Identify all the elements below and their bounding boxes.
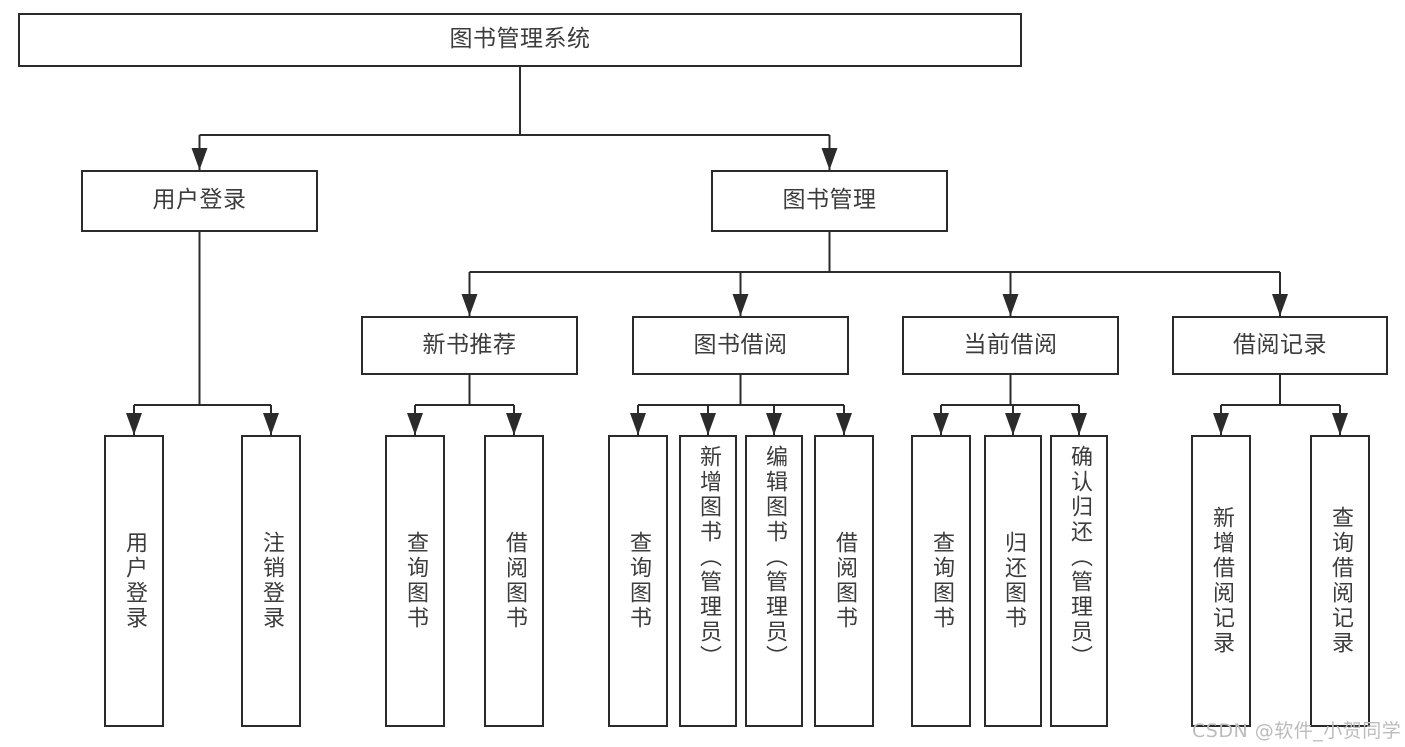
node-label: 编辑图书（管理员） <box>762 445 787 670</box>
node-label: 借阅记录 <box>1233 331 1327 358</box>
node-label: 图书管理 <box>782 187 877 214</box>
node-label: 用户登录 <box>152 187 247 214</box>
node-l3-b2[interactable]: 借阅图书 <box>484 435 544 727</box>
node-label: 确认归还（管理员） <box>1067 445 1092 670</box>
node-label: 查询借阅记录 <box>1328 506 1353 656</box>
node-l2-record[interactable]: 借阅记录 <box>1172 316 1388 375</box>
node-l3-e1[interactable]: 新增借阅记录 <box>1191 435 1251 727</box>
node-label: 用户登录 <box>122 531 147 631</box>
node-l3-b1[interactable]: 查询图书 <box>385 435 445 727</box>
node-l1-login[interactable]: 用户登录 <box>81 170 318 232</box>
node-l1-bookmgmt[interactable]: 图书管理 <box>711 170 948 232</box>
node-label: 图书管理系统 <box>449 26 591 53</box>
node-label: 图书借阅 <box>693 331 788 358</box>
node-l2-newbook[interactable]: 新书推荐 <box>361 316 578 375</box>
node-l3-d1[interactable]: 查询图书 <box>911 435 971 727</box>
node-l3-a2[interactable]: 注销登录 <box>241 435 301 727</box>
node-label: 新增借阅记录 <box>1209 506 1234 656</box>
node-l2-borrow[interactable]: 图书借阅 <box>632 316 849 375</box>
node-l3-c1[interactable]: 查询图书 <box>608 435 668 727</box>
node-label: 借阅图书 <box>832 531 857 631</box>
node-l3-d2[interactable]: 归还图书 <box>984 435 1042 727</box>
node-label: 新书推荐 <box>422 331 517 358</box>
node-l3-c3[interactable]: 编辑图书（管理员） <box>745 435 803 727</box>
node-l3-a1[interactable]: 用户登录 <box>104 435 164 727</box>
node-label: 注销登录 <box>259 531 284 631</box>
watermark: CSDN @软件_小贺同学 <box>1192 720 1402 742</box>
node-root[interactable]: 图书管理系统 <box>18 13 1022 67</box>
node-l3-c2[interactable]: 新增图书（管理员） <box>679 435 737 727</box>
node-l3-c4[interactable]: 借阅图书 <box>814 435 874 727</box>
node-l3-d3[interactable]: 确认归还（管理员） <box>1050 435 1108 727</box>
node-label: 当前借阅 <box>963 331 1058 358</box>
node-l3-e2[interactable]: 查询借阅记录 <box>1310 435 1370 727</box>
node-label: 新增图书（管理员） <box>696 445 721 670</box>
node-label: 查询图书 <box>403 531 428 631</box>
node-label: 归还图书 <box>1001 531 1026 631</box>
node-label: 查询图书 <box>929 531 954 631</box>
node-label: 查询图书 <box>626 531 651 631</box>
node-label: 借阅图书 <box>502 531 527 631</box>
node-l2-current[interactable]: 当前借阅 <box>902 316 1119 375</box>
